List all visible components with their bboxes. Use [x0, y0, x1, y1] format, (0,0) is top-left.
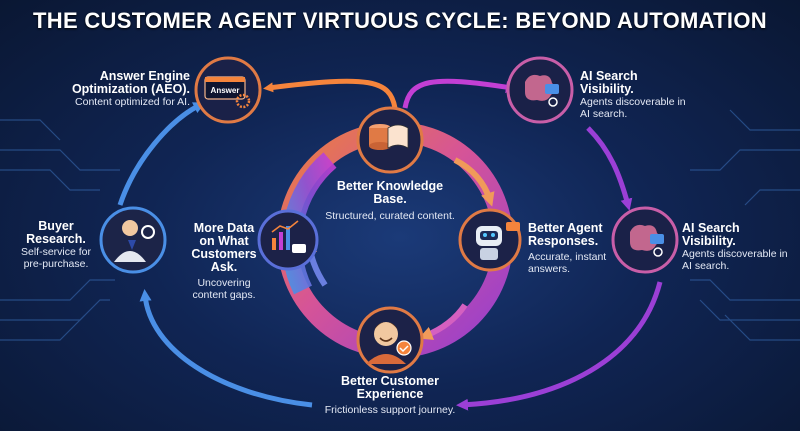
node-aeo-circle: Answer: [194, 56, 262, 124]
agent-sub: Accurate, instant answers.: [528, 251, 607, 275]
ai-search-top-heading: AI Search Visibility.: [580, 69, 638, 96]
aeo-icon-text: Answer: [211, 86, 240, 95]
label-buyer: Buyer Research. Self-service for pre-pur…: [12, 219, 100, 271]
ring-arrow-bottom: [418, 303, 468, 340]
knowledge-heading: Better Knowledge Base.: [336, 179, 444, 206]
ring-arrow-right: [453, 157, 495, 207]
circuit-lines-right: [690, 109, 800, 341]
arrow-to-ai-search-right: [586, 126, 633, 211]
more-data-heading: More Data on What Customers Ask.: [191, 221, 257, 274]
node-ai-search-right-circle: [611, 206, 679, 274]
agent-heading: Better Agent Responses.: [528, 221, 603, 248]
label-aeo: Answer Engine Optimization (AEO). Conten…: [70, 69, 190, 109]
more-data-sub: Uncovering content gaps.: [192, 277, 256, 301]
node-ai-search-top-circle: [506, 56, 574, 124]
node-cx-circle: [356, 306, 424, 374]
label-ai-search-top: AI Search Visibility. Agents discoverabl…: [580, 69, 690, 121]
cx-sub: Frictionless support journey.: [324, 404, 456, 416]
buyer-sub: Self-service for pre-purchase.: [20, 246, 92, 270]
node-more-data-circle: [257, 209, 319, 271]
arrow-to-buyer: [139, 289, 313, 408]
ai-search-top-sub: Agents discoverable in AI search.: [580, 96, 686, 120]
node-agent-circle: [458, 208, 522, 272]
label-agent: Better Agent Responses. Accurate, instan…: [528, 221, 608, 276]
ai-search-right-heading: AI Search Visibility.: [682, 221, 740, 248]
cx-heading: Better Customer Experience: [341, 374, 439, 401]
node-knowledge-circle: [356, 106, 424, 174]
label-knowledge: Better Knowledge Base. Structured, curat…: [325, 179, 455, 223]
label-ai-search-right: AI Search Visibility. Agents discoverabl…: [682, 221, 792, 273]
node-buyer-circle: [99, 206, 167, 274]
buyer-heading: Buyer Research.: [26, 219, 86, 246]
label-more-data: More Data on What Customers Ask. Uncover…: [186, 221, 262, 302]
aeo-heading: Answer Engine Optimization (AEO).: [71, 69, 190, 96]
arrow-to-aeo-from-buyer: [117, 102, 206, 206]
circuit-lines-left: [0, 119, 120, 341]
label-cx: Better Customer Experience Frictionless …: [300, 374, 480, 417]
aeo-sub: Content optimized for AI.: [75, 96, 190, 108]
ai-search-right-sub: Agents discoverable in AI search.: [682, 248, 788, 272]
page-title: THE CUSTOMER AGENT VIRTUOUS CYCLE: BEYON…: [33, 8, 767, 33]
arrow-to-aeo: [263, 78, 398, 109]
arrow-to-cx: [456, 281, 663, 411]
knowledge-sub: Structured, curated content.: [325, 210, 455, 222]
arrow-to-ai-search-top: [402, 78, 518, 109]
